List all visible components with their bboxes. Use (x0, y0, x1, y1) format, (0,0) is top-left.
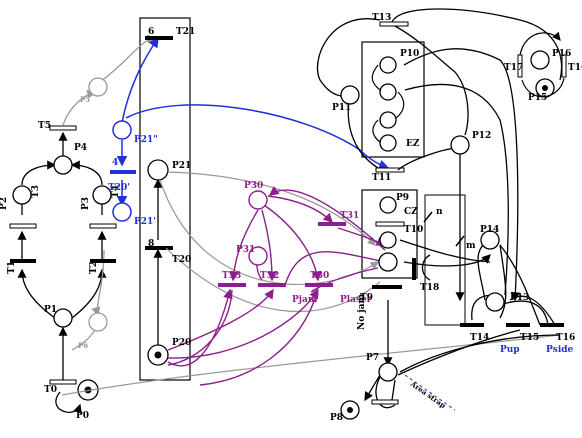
label-p15: P15 (528, 93, 547, 103)
p30-place (248, 190, 268, 210)
left-loop (17, 131, 107, 414)
p8-token (347, 407, 353, 413)
right-frame (424, 194, 466, 326)
label-t3: T3 (31, 185, 41, 198)
label-blue-weight: 4 (112, 158, 118, 168)
label-t9: T9 (360, 293, 373, 303)
arc-hatches (423, 211, 465, 247)
label-t33: T33 (222, 271, 241, 281)
label-p14: P14 (480, 225, 499, 235)
label-t1: T1 (7, 261, 17, 274)
label-t4: T4 (111, 185, 121, 198)
label-no-jam: No jam (357, 294, 367, 330)
p20-token (154, 351, 162, 359)
left-places (12, 155, 112, 401)
left-transitions (9, 125, 117, 385)
label-pjam: Pjam (292, 295, 318, 305)
blue-path (116, 36, 390, 207)
label-weight-n: n (436, 207, 443, 217)
label-area-strap: Area strap (408, 379, 448, 410)
t10-transition (375, 221, 405, 227)
label-p9: P9 (396, 193, 409, 203)
t12-transition (375, 167, 405, 173)
label-p1: P1 (44, 305, 57, 315)
p21p-place (112, 202, 132, 222)
ez-arcs (371, 64, 405, 143)
label-cz: CZ (404, 207, 418, 217)
label-t0: T0 (44, 385, 57, 395)
label-t20: T20 (172, 255, 191, 265)
p21pp-place (112, 120, 132, 140)
cz-box (361, 189, 418, 279)
label-p21p: P21' (134, 217, 156, 227)
label-p16: P16 (552, 49, 571, 59)
label-t11: T11 (372, 173, 391, 183)
label-t18: T18 (420, 283, 439, 293)
central-block (139, 17, 191, 381)
label-t30: T30 (310, 271, 329, 281)
label-p13: P13 (510, 293, 529, 303)
p6-gray-place (88, 312, 108, 332)
label-ez: EZ (406, 139, 420, 149)
label-p11: P11 (332, 103, 351, 113)
label-p5: P5 (80, 95, 90, 104)
label-t16: T16 (556, 333, 575, 343)
label-t10: T10 (404, 225, 423, 235)
t13-transition (379, 21, 409, 27)
label-p0: P0 (76, 411, 89, 421)
label-t13: T13 (372, 13, 391, 23)
blue-dashed-line (404, 374, 456, 411)
label-t17: T17 (504, 63, 523, 73)
top-right-loop (519, 31, 565, 98)
p31-place (248, 246, 268, 266)
label-p2: P2 (0, 197, 9, 210)
label-p12: P12 (472, 131, 491, 141)
label-p10: P10 (400, 49, 419, 59)
labels: P0 T0 P1 T1 T2 P2 P3 T3 T4 P4 T5 P5 P6 P… (0, 13, 582, 423)
label-weight-m: m (466, 241, 476, 251)
label-p21pp: P21" (134, 135, 158, 145)
label-t14: T14 (470, 333, 489, 343)
label-p4: P4 (74, 143, 87, 153)
t9-transition (372, 285, 402, 289)
label-t15: T15 (520, 333, 539, 343)
purple-arcs (167, 186, 387, 386)
label-p20: P20 (172, 338, 191, 348)
right-places (340, 50, 555, 420)
label-plaser: Plaser (340, 295, 372, 305)
label-p30: P30 (244, 181, 263, 191)
t20p-transition (110, 170, 136, 174)
label-pside: Pside (546, 345, 574, 355)
label-t31: T31 (340, 211, 359, 221)
p21-place (147, 159, 169, 181)
p15-token (542, 85, 548, 91)
label-p3: P3 (81, 197, 91, 210)
label-t21: T21 (176, 27, 195, 37)
label-gate-6: 6 (148, 27, 154, 37)
cz-places (378, 196, 398, 272)
ez-box (361, 41, 425, 158)
t18-transition (412, 258, 416, 280)
ez-places (379, 56, 397, 152)
label-t32: T32 (260, 271, 279, 281)
p5-gray-place (88, 77, 108, 97)
label-pup: Pup (500, 345, 520, 355)
purple-transitions (218, 222, 346, 287)
label-t20p: T20' (108, 183, 130, 193)
label-p6: P6 (78, 341, 88, 350)
label-t16b: T16 (568, 63, 582, 73)
label-gate-8: 8 (148, 239, 154, 249)
label-t2: T2 (89, 261, 99, 274)
label-p21: P21 (172, 161, 191, 171)
label-p8: P8 (330, 413, 343, 423)
label-p7: P7 (366, 353, 379, 363)
t20-transition (145, 246, 173, 250)
label-t5: T5 (38, 121, 51, 131)
t21-transition (145, 36, 173, 40)
label-p31: P31 (236, 245, 255, 255)
